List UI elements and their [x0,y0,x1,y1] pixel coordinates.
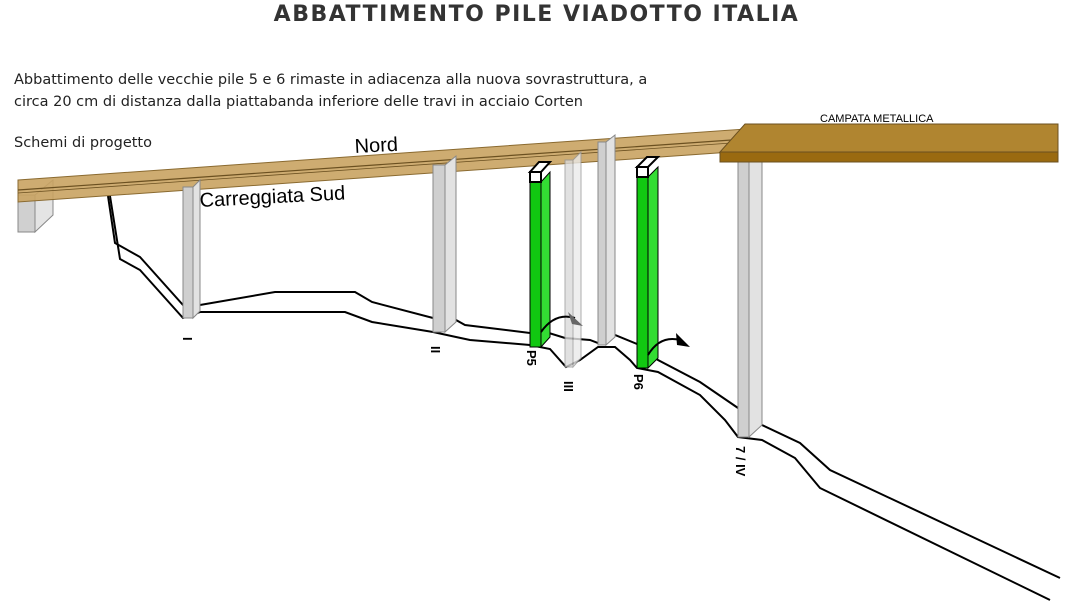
pier-label-III: III [561,381,576,392]
description-line: Abbattimento delle vecchie pile 5 e 6 ri… [14,72,648,88]
pier-II [432,154,457,334]
rotation-arrow-icon [540,312,583,333]
pier-north [597,133,616,347]
deck [17,127,761,203]
ground-line-upper [107,195,1061,579]
pier-label-II: II [428,346,443,353]
pier-label-P5: P5 [524,350,539,366]
pier-I [182,178,201,320]
north-label: Nord [354,134,398,158]
pier-label-I: I [180,337,195,341]
description-line: circa 20 cm di distanza dalla piattaband… [14,94,583,110]
metal-span-label: CAMPATA METALLICA [820,113,934,125]
rotation-arrow-icon [647,333,690,356]
pier-label-P6: P6 [631,374,646,390]
pier-III [564,150,582,369]
page-title: ABBATTIMENTO PILE VIADOTTO ITALIA [273,2,800,27]
pier-P6 [634,156,661,370]
pier-label-IV: 7 / IV [733,446,748,477]
metal-span [718,123,1059,163]
description: Abbattimento delle vecchie pile 5 e 6 ri… [14,69,647,113]
pier-P5 [527,161,553,349]
pier-IV [737,144,763,439]
subtitle: Schemi di progetto [14,135,152,151]
